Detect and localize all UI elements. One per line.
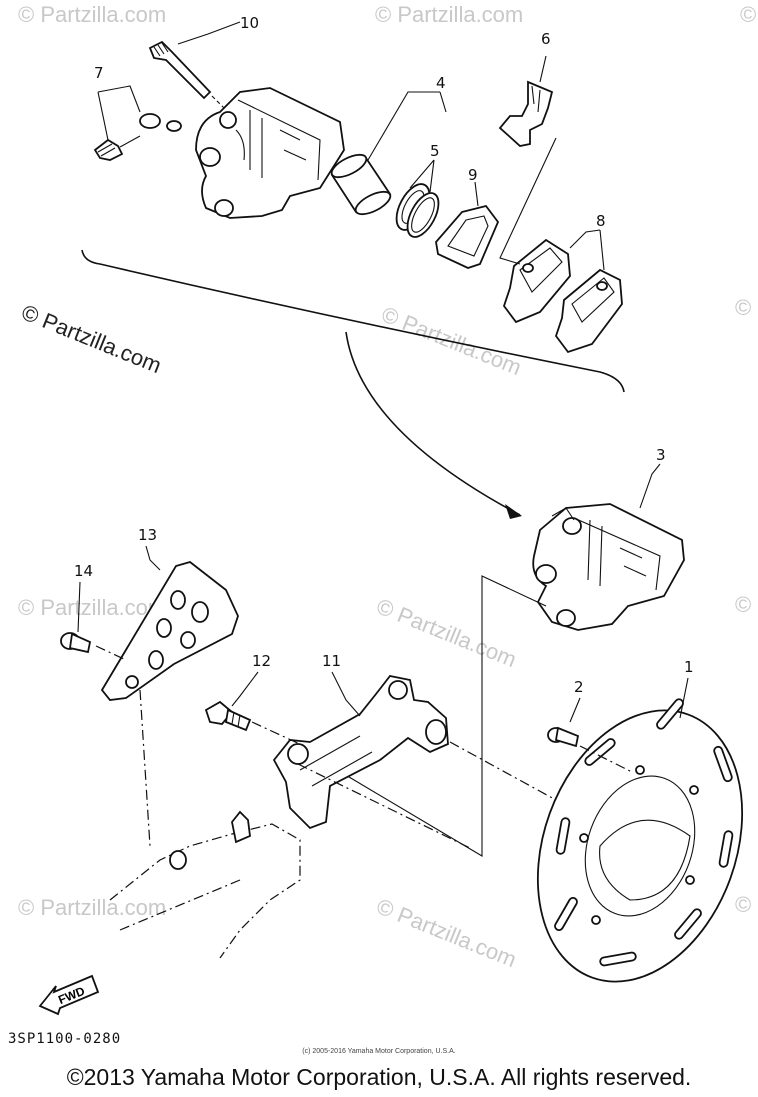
pad-clip-part bbox=[498, 80, 554, 147]
watermark: © Partzilla.com bbox=[18, 595, 166, 620]
watermark: © Partzilla.com bbox=[735, 295, 758, 320]
brake-pads-part bbox=[502, 238, 623, 354]
copyright-notice: ©2013 Yamaha Motor Corporation, U.S.A. A… bbox=[66, 1064, 692, 1090]
leader-lines bbox=[97, 21, 605, 271]
watermark: © Partzilla.com bbox=[735, 592, 758, 617]
assembly-arrow bbox=[345, 331, 521, 516]
disc-bolt-part bbox=[547, 726, 580, 748]
callout-6: 6 bbox=[541, 30, 551, 48]
callout-14: 14 bbox=[74, 562, 93, 580]
callout-1: 1 bbox=[684, 658, 694, 676]
small-copyright: (c) 2005-2016 Yamaha Motor Corporation, … bbox=[302, 1048, 456, 1055]
callout-4: 4 bbox=[436, 74, 446, 92]
diagram-code: 3SP1100-0280 bbox=[8, 1031, 122, 1047]
caliper-body-part bbox=[195, 87, 345, 219]
assembly-lines bbox=[95, 645, 633, 849]
mount-connector bbox=[343, 575, 547, 857]
callout-7: 7 bbox=[94, 64, 104, 82]
callout-labels: 10 7 4 5 6 9 8 3 13 14 12 11 2 1 bbox=[74, 14, 694, 696]
callout-13: 13 bbox=[138, 526, 157, 544]
bracket-bolt-part bbox=[204, 700, 252, 732]
caliper-guard-part bbox=[100, 561, 239, 701]
seal-kit-part bbox=[395, 183, 440, 238]
callout-11: 11 bbox=[322, 652, 341, 670]
watermark: © Partzilla.com bbox=[735, 892, 758, 917]
callout-9: 9 bbox=[468, 166, 478, 184]
exploded-view-bracket bbox=[81, 249, 625, 393]
arrow-head bbox=[505, 504, 522, 519]
watermark: © Partzilla.com bbox=[740, 2, 758, 27]
pad-shim-part bbox=[435, 204, 500, 269]
watermark: © Partzilla.com bbox=[378, 301, 525, 380]
watermark: © Partzilla.com bbox=[373, 893, 520, 972]
swingarm-part bbox=[109, 810, 301, 959]
bleed-screw-part bbox=[93, 113, 182, 161]
watermark: © Partzilla.com bbox=[18, 2, 166, 27]
callout-5: 5 bbox=[430, 142, 440, 160]
caliper-bracket-part bbox=[272, 675, 449, 830]
brake-disc-part bbox=[536, 698, 744, 983]
callout-leaders bbox=[77, 463, 689, 723]
callout-3: 3 bbox=[656, 446, 666, 464]
watermark: © Partzilla.com bbox=[373, 593, 520, 672]
watermark: © Partzilla.com bbox=[375, 2, 523, 27]
forward-arrow-icon: FWD bbox=[38, 974, 100, 1016]
callout-12: 12 bbox=[252, 652, 271, 670]
callout-8: 8 bbox=[596, 212, 606, 230]
caliper-assembly-part bbox=[532, 503, 685, 631]
watermark: © Partzilla.com bbox=[18, 895, 166, 920]
slide-pin-part bbox=[148, 40, 227, 111]
guard-bolt-part bbox=[60, 632, 92, 654]
callout-10: 10 bbox=[240, 14, 259, 32]
watermark-dark: © Partzilla.com bbox=[18, 299, 165, 378]
piston-part bbox=[330, 153, 392, 216]
callout-2: 2 bbox=[574, 678, 584, 696]
